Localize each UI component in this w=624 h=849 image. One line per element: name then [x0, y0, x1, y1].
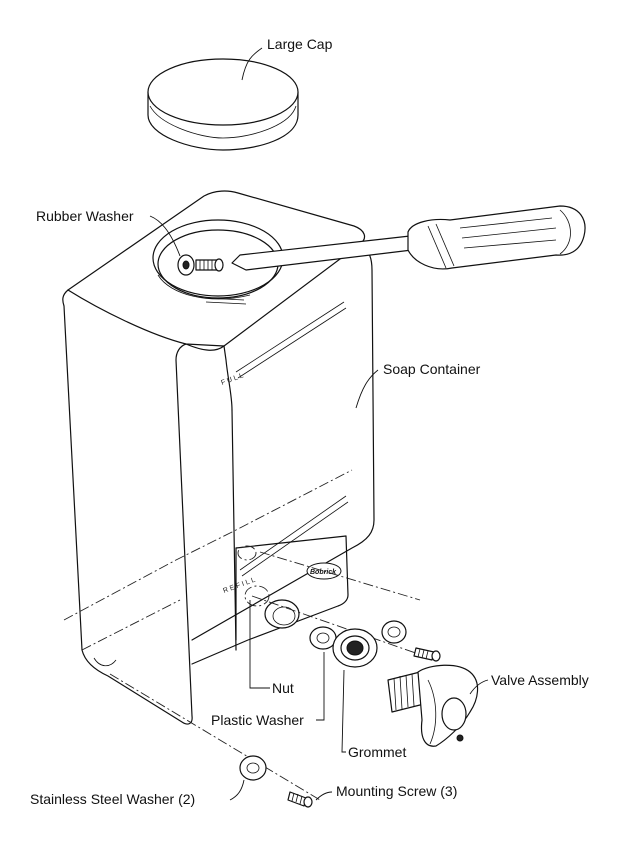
inner-screw — [195, 258, 224, 272]
stainless-steel-washer — [239, 755, 267, 781]
grommet-label: Grommet — [348, 744, 406, 760]
screwdriver — [231, 205, 586, 271]
mounting-screw — [287, 791, 313, 808]
valve-assembly-label: Valve Assembly — [491, 672, 589, 688]
mounting-screw-label: Mounting Screw (3) — [336, 783, 457, 799]
small-washer-right — [381, 620, 407, 644]
refill-mark: REFILL — [222, 576, 258, 595]
large-cap-label: Large Cap — [267, 36, 333, 52]
brand-text: Bobrick — [310, 569, 337, 576]
plastic-washer-label: Plastic Washer — [211, 712, 304, 728]
valve-assembly — [387, 664, 479, 747]
stainless-steel-washer-label: Stainless Steel Washer (2) — [30, 791, 195, 807]
large-cap — [147, 58, 299, 151]
rubber-washer-label: Rubber Washer — [36, 208, 134, 224]
rubber-washer — [177, 254, 195, 276]
plastic-washer — [309, 626, 337, 650]
nut-label: Nut — [272, 680, 294, 696]
full-mark: FULL — [220, 372, 246, 387]
soap-container-label: Soap Container — [383, 361, 481, 377]
soap-container — [62, 190, 375, 725]
small-screw-right — [413, 647, 441, 662]
grommet — [332, 628, 378, 668]
brand-logo: Bobrick — [306, 562, 342, 580]
